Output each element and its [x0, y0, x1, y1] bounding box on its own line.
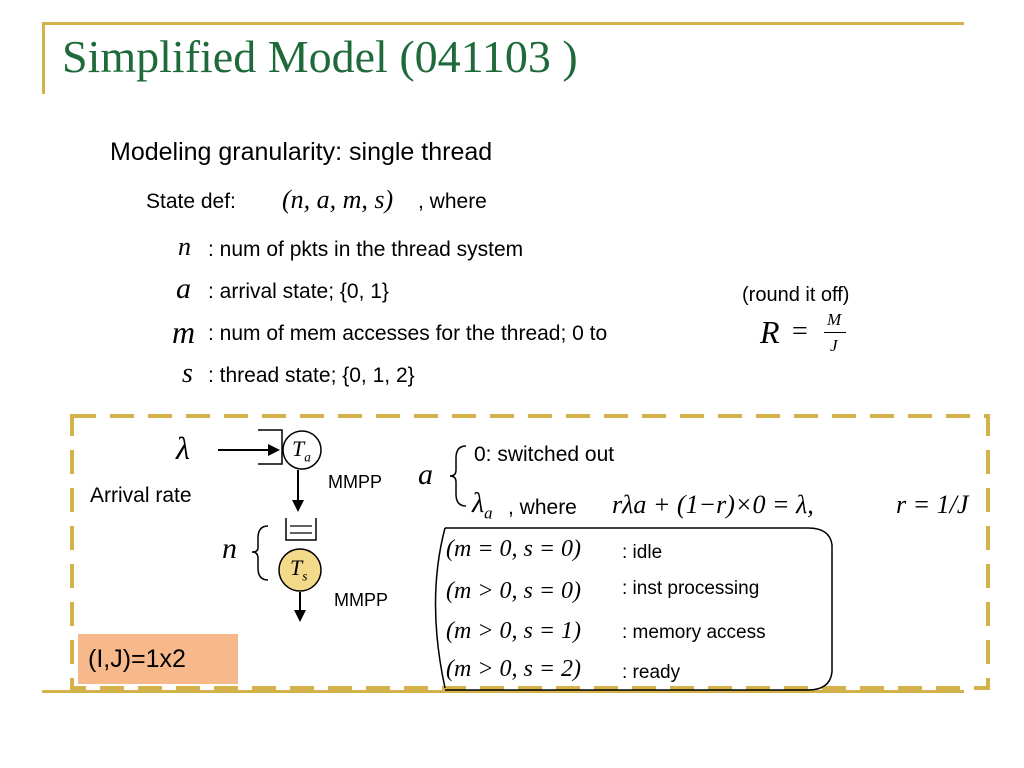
a-case-0: 0: switched out	[474, 443, 615, 466]
state-cond-0: (m = 0, s = 0)	[446, 536, 582, 562]
def-text-a: : arrival state; {0, 1}	[208, 280, 389, 303]
frame-left-line	[42, 22, 45, 94]
where-label: , where	[418, 190, 487, 213]
queue-box	[285, 518, 317, 541]
ta-circle	[282, 430, 322, 470]
round-note: (round it off)	[742, 284, 850, 306]
r-formula: r = 1/J	[896, 490, 969, 519]
def-symbol-s: s	[182, 358, 193, 389]
def-text-s: : thread state; {0, 1, 2}	[208, 364, 415, 387]
def-symbol-a: a	[176, 272, 191, 305]
state-cond-1: (m > 0, s = 0)	[446, 578, 582, 604]
state-def-label: State def:	[146, 190, 236, 213]
r-symbol: R	[760, 314, 780, 350]
states-bracket-top	[445, 527, 833, 691]
equals-sign: =	[792, 316, 808, 347]
def-symbol-n: n	[178, 232, 191, 261]
slide-title: Simplified Model (041103 )	[62, 31, 578, 82]
a-case-1-formula: rλa + (1−r)×0 = λ,	[612, 490, 814, 519]
ij-note-text: (I,J)=1x2	[88, 645, 186, 673]
r-numerator: M	[827, 310, 842, 329]
mmpp-top-label: MMPP	[328, 472, 382, 492]
state-label-2: : memory access	[622, 622, 766, 643]
lambda-symbol: λ	[176, 430, 190, 466]
state-label-1: : inst processing	[622, 578, 760, 599]
mmpp-bottom-label: MMPP	[334, 590, 388, 610]
def-text-n: : num of pkts in the thread system	[208, 238, 524, 261]
a-brace	[449, 445, 467, 507]
n-brace	[251, 525, 269, 581]
a-case-1-where: , where	[508, 496, 577, 519]
states-bracket-left	[434, 527, 446, 689]
ts-label: Ts	[290, 555, 308, 584]
ta-bracket	[258, 429, 283, 465]
arrival-rate-label: Arrival rate	[90, 484, 192, 507]
state-cond-2: (m > 0, s = 1)	[446, 618, 582, 644]
state-tuple: (n, a, m, s)	[282, 185, 394, 214]
state-label-0: : idle	[622, 542, 663, 563]
ts-circle	[278, 548, 322, 592]
ta-down-arrow-head	[292, 500, 304, 512]
a-symbol: a	[418, 458, 433, 491]
arrival-arrow-head	[268, 444, 280, 456]
heading: Modeling granularity: single thread	[110, 138, 493, 166]
r-denominator: J	[830, 336, 838, 355]
ij-note-box	[78, 634, 238, 684]
dashed-box	[70, 414, 990, 690]
def-text-m: : num of mem accesses for the thread; 0 …	[208, 322, 608, 345]
fraction-bar	[824, 332, 846, 333]
state-cond-3: (m > 0, s = 2)	[446, 656, 582, 682]
def-symbol-m: m	[172, 314, 196, 350]
n-symbol: n	[222, 532, 237, 565]
frame-bottom-line	[42, 690, 964, 693]
a-case-1-lambda: λa	[472, 488, 493, 523]
state-label-3: : ready	[622, 662, 681, 683]
ta-label: Ta	[292, 436, 311, 465]
ts-down-arrow-head	[294, 610, 306, 622]
frame-top-line	[42, 22, 964, 25]
